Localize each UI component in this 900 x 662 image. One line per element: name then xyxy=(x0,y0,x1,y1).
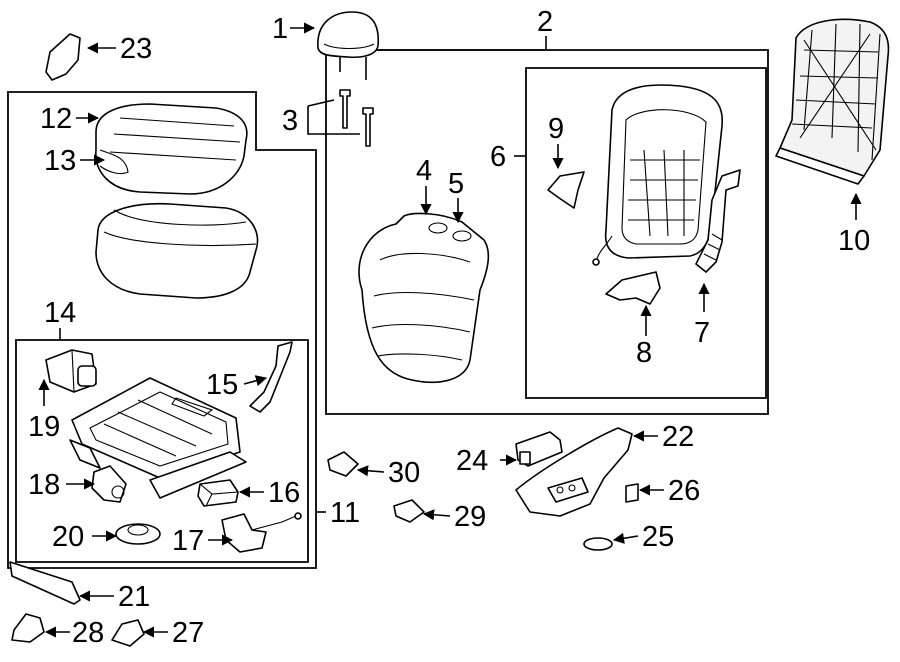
callout-20: 20 xyxy=(52,521,84,553)
switch-bracket-part xyxy=(515,431,563,467)
callout-24: 24 xyxy=(456,445,488,477)
small-motor-part xyxy=(91,465,127,503)
seat-back-group-box xyxy=(325,49,769,415)
leader-lines xyxy=(38,22,862,638)
sensor-part xyxy=(221,512,302,553)
box-bracket-2 xyxy=(326,36,547,51)
bracket-part xyxy=(547,171,585,209)
callout-27: 27 xyxy=(172,617,204,649)
left-cover-part xyxy=(11,613,45,643)
callout-25: 25 xyxy=(642,521,674,553)
callout-26: 26 xyxy=(668,475,700,507)
callout-28: 28 xyxy=(72,617,104,649)
callout-22: 22 xyxy=(662,421,694,453)
clip-lower-part xyxy=(393,499,425,523)
callout-21: 21 xyxy=(118,581,150,613)
ring-part xyxy=(583,537,613,551)
seat-back-cover-part xyxy=(358,212,490,383)
side-shield-part xyxy=(515,427,633,517)
gear-part xyxy=(115,523,161,545)
callout-1: 1 xyxy=(272,13,288,45)
callout-5: 5 xyxy=(448,168,464,200)
trim-strip-part xyxy=(9,561,81,605)
cable-part xyxy=(249,341,293,413)
callout-8: 8 xyxy=(636,337,652,369)
callout-16: 16 xyxy=(268,477,300,509)
motor-part xyxy=(45,349,97,393)
callout-6: 6 xyxy=(490,141,506,173)
seat-back-panel-part xyxy=(775,18,890,185)
callout-23: 23 xyxy=(120,33,152,65)
track-assembly-group-box xyxy=(15,339,309,563)
callout-10: 10 xyxy=(838,225,870,257)
callout-30: 30 xyxy=(388,457,420,489)
callout-18: 18 xyxy=(28,469,60,501)
headrest-part xyxy=(317,11,379,80)
callout-14: 14 xyxy=(44,297,76,329)
headrest-guides-part xyxy=(339,89,374,147)
right-cover-part xyxy=(111,619,145,647)
lumbar-support-part xyxy=(695,169,741,273)
control-module-part xyxy=(197,479,239,507)
frame-group-box xyxy=(525,67,767,399)
cushion-pad-part xyxy=(95,202,259,299)
callout-9: 9 xyxy=(548,113,564,145)
trim-piece-part xyxy=(45,33,81,81)
callout-3: 3 xyxy=(282,105,298,137)
switch-cap-part xyxy=(625,483,639,503)
callout-15: 15 xyxy=(206,369,238,401)
callout-17: 17 xyxy=(172,525,204,557)
clip-upper-part xyxy=(327,451,359,477)
seat-track-part xyxy=(69,377,247,499)
callout-29: 29 xyxy=(454,501,486,533)
callout-4: 4 xyxy=(416,155,432,187)
callout-11: 11 xyxy=(330,497,360,529)
callout-12: 12 xyxy=(40,103,72,135)
callout-19: 19 xyxy=(28,411,60,443)
seat-back-frame-part xyxy=(592,84,724,266)
cushion-cover-part xyxy=(95,103,248,195)
seat-cushion-group-box xyxy=(7,91,317,569)
callout-13: 13 xyxy=(44,145,76,177)
lower-bracket-part xyxy=(605,271,661,305)
callout-7: 7 xyxy=(694,317,710,349)
callout-labels: 1 2 3 4 5 6 7 8 9 10 11 12 13 14 15 16 1… xyxy=(28,6,870,649)
callout-2: 2 xyxy=(537,6,553,38)
